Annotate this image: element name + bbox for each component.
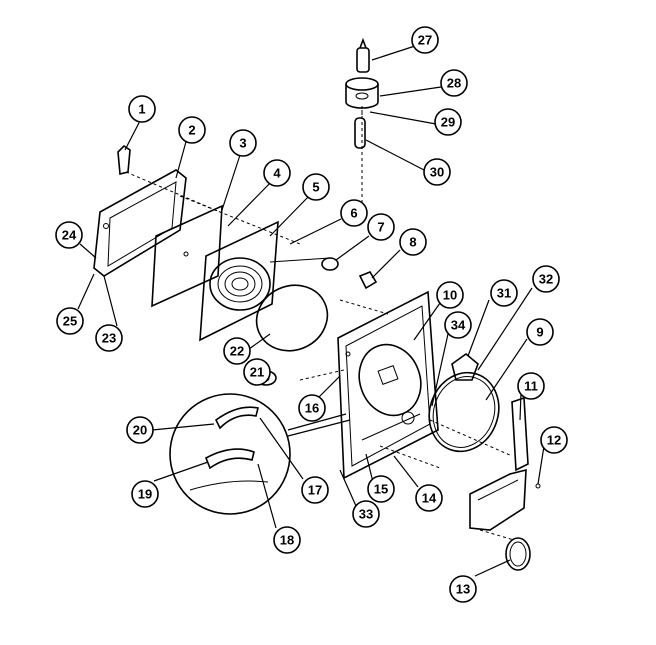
bracket-part bbox=[117, 144, 131, 176]
callout-15: 15 bbox=[367, 475, 395, 503]
callout-8: 8 bbox=[399, 228, 427, 256]
svg-text:19: 19 bbox=[138, 487, 152, 502]
svg-text:22: 22 bbox=[230, 344, 244, 359]
door-ring bbox=[428, 371, 500, 453]
gasket-ring bbox=[255, 284, 329, 352]
seal-component bbox=[451, 352, 479, 381]
svg-text:7: 7 bbox=[377, 220, 384, 235]
callout-27: 27 bbox=[411, 26, 439, 54]
callout-24: 24 bbox=[55, 221, 83, 249]
svg-text:16: 16 bbox=[305, 401, 319, 416]
svg-text:31: 31 bbox=[497, 286, 511, 301]
svg-text:17: 17 bbox=[308, 483, 322, 498]
callout-16: 16 bbox=[298, 394, 326, 422]
svg-text:27: 27 bbox=[418, 33, 432, 48]
svg-text:25: 25 bbox=[63, 314, 77, 329]
callouts: 1 2 3 4 5 6 7 8 9 10 11 12 13 14 15 16 1… bbox=[55, 26, 568, 603]
callout-23: 23 bbox=[95, 324, 123, 352]
svg-text:30: 30 bbox=[430, 165, 444, 180]
callout-34: 34 bbox=[444, 311, 472, 339]
svg-text:32: 32 bbox=[539, 272, 553, 287]
callout-17: 17 bbox=[301, 476, 329, 504]
callout-21: 21 bbox=[243, 358, 271, 386]
svg-text:2: 2 bbox=[188, 123, 195, 138]
callout-11: 11 bbox=[517, 372, 545, 400]
shaft-assembly bbox=[345, 37, 379, 149]
screw bbox=[535, 483, 541, 489]
callout-1: 1 bbox=[128, 95, 156, 123]
svg-text:28: 28 bbox=[447, 76, 461, 91]
callout-10: 10 bbox=[436, 281, 464, 309]
svg-text:8: 8 bbox=[409, 235, 416, 250]
callout-2: 2 bbox=[178, 116, 206, 144]
svg-text:18: 18 bbox=[280, 533, 294, 548]
leader-lines bbox=[77, 44, 545, 577]
callout-22: 22 bbox=[223, 337, 251, 365]
callout-20: 20 bbox=[126, 416, 154, 444]
svg-text:4: 4 bbox=[273, 166, 281, 181]
svg-text:29: 29 bbox=[441, 115, 455, 130]
svg-text:10: 10 bbox=[443, 288, 457, 303]
svg-text:3: 3 bbox=[239, 136, 246, 151]
callout-31: 31 bbox=[490, 279, 518, 307]
back-panel bbox=[93, 169, 187, 277]
callout-4: 4 bbox=[263, 159, 291, 187]
svg-text:21: 21 bbox=[250, 365, 264, 380]
callout-9: 9 bbox=[526, 318, 554, 346]
part-drawings bbox=[93, 37, 541, 571]
callout-12: 12 bbox=[540, 426, 568, 454]
callout-3: 3 bbox=[229, 129, 257, 157]
heater-housing bbox=[199, 220, 331, 342]
svg-text:14: 14 bbox=[422, 491, 437, 506]
callout-5: 5 bbox=[302, 173, 330, 201]
callout-30: 30 bbox=[423, 158, 451, 186]
svg-text:15: 15 bbox=[374, 482, 388, 497]
callout-32: 32 bbox=[532, 265, 560, 293]
svg-text:6: 6 bbox=[350, 206, 357, 221]
svg-text:34: 34 bbox=[451, 318, 466, 333]
svg-text:12: 12 bbox=[547, 433, 561, 448]
callout-6: 6 bbox=[340, 199, 368, 227]
callout-29: 29 bbox=[434, 108, 462, 136]
duct-assembly bbox=[469, 396, 531, 571]
filter-plate bbox=[151, 204, 223, 308]
callout-14: 14 bbox=[415, 484, 443, 512]
callout-13: 13 bbox=[449, 575, 477, 603]
callout-7: 7 bbox=[367, 213, 395, 241]
svg-text:9: 9 bbox=[536, 325, 543, 340]
svg-text:33: 33 bbox=[359, 507, 373, 522]
svg-text:20: 20 bbox=[133, 423, 147, 438]
svg-text:1: 1 bbox=[138, 102, 145, 117]
svg-text:13: 13 bbox=[456, 582, 470, 597]
detail-magnifier bbox=[169, 393, 351, 515]
callout-18: 18 bbox=[273, 526, 301, 554]
callout-28: 28 bbox=[440, 69, 468, 97]
svg-text:24: 24 bbox=[62, 228, 77, 243]
svg-text:5: 5 bbox=[312, 180, 319, 195]
front-panel bbox=[337, 290, 439, 480]
callout-33: 33 bbox=[352, 500, 380, 528]
svg-text:11: 11 bbox=[524, 379, 538, 394]
callout-25: 25 bbox=[56, 307, 84, 335]
svg-text:23: 23 bbox=[102, 331, 116, 346]
assembly-guides bbox=[125, 110, 515, 541]
callout-19: 19 bbox=[131, 480, 159, 508]
